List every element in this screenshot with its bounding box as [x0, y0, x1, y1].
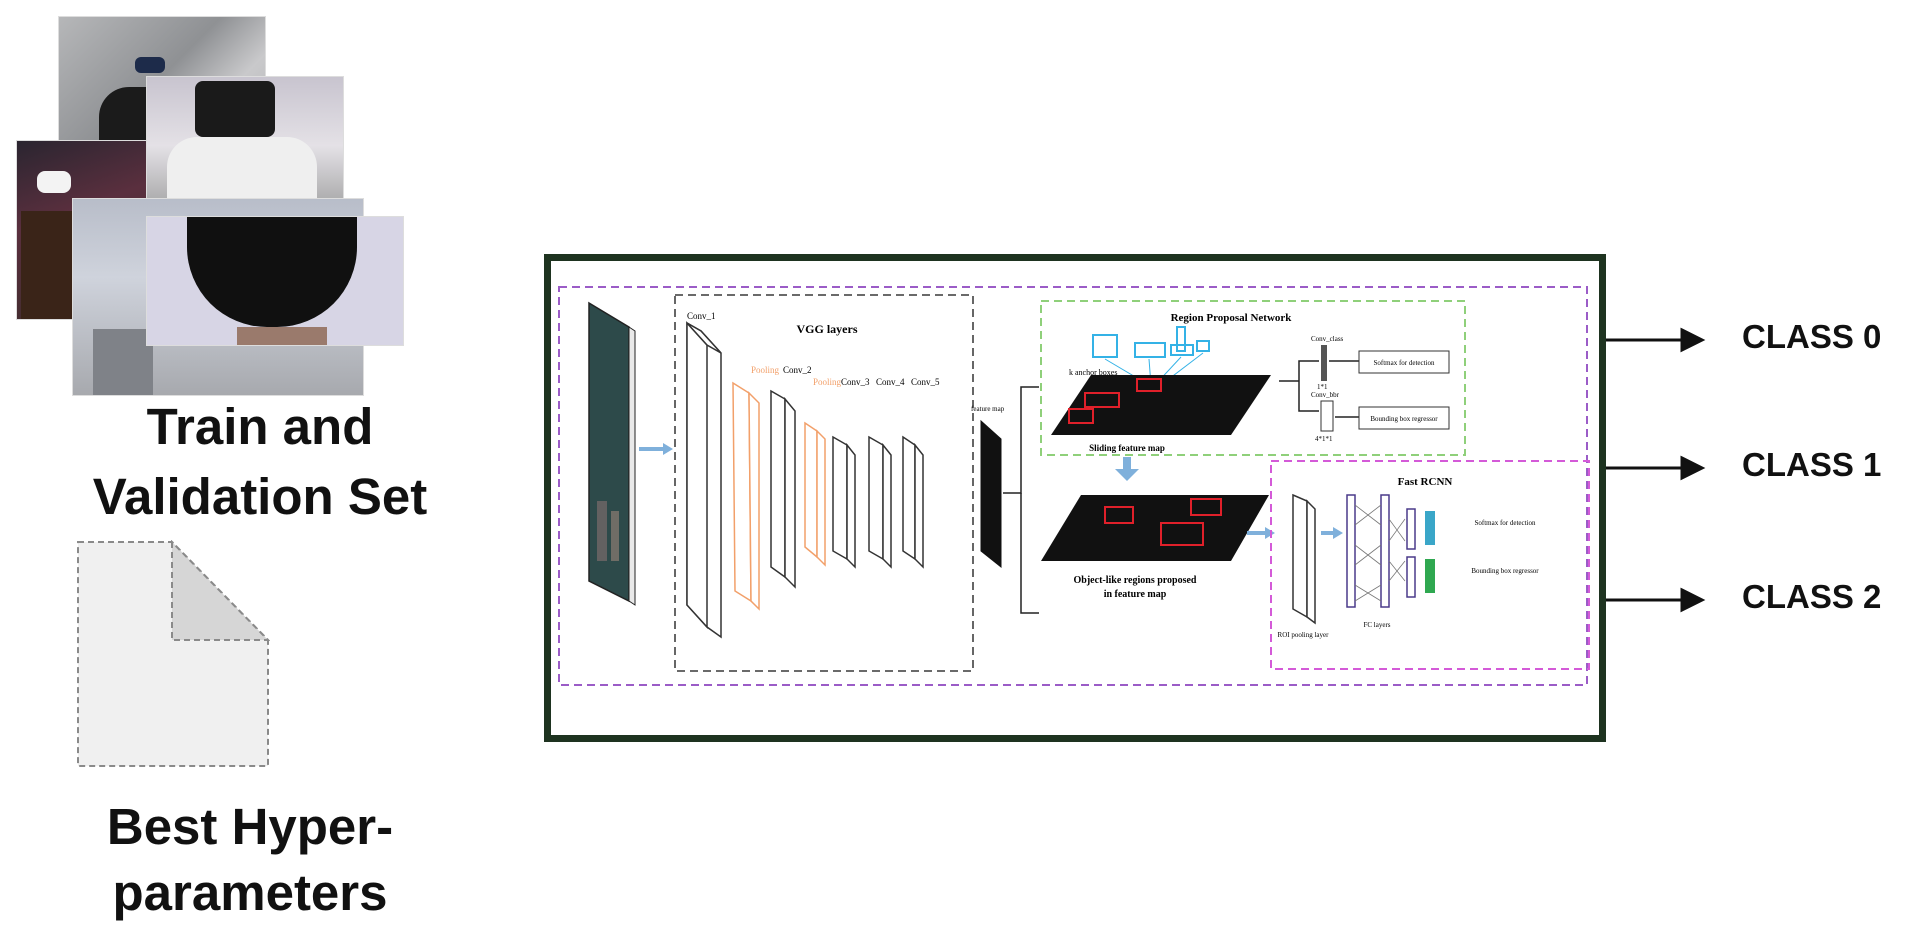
vgg-title: VGG layers	[797, 322, 858, 336]
conv1-label: Conv_1	[687, 311, 716, 321]
sliding-feature-map	[1051, 375, 1271, 435]
bbox-output-bar	[1425, 559, 1435, 593]
bbox-regressor-2-label: Bounding box regressor	[1471, 567, 1539, 575]
dataset-title-line2: Validation Set	[92, 468, 428, 525]
conv-bbr-size: 4*1*1	[1315, 435, 1333, 443]
anchor-boxes-label: k anchor boxes	[1069, 368, 1117, 377]
conv2-label: Conv_2	[783, 365, 812, 375]
output-arrows	[1606, 327, 1706, 613]
softmax-detection-box	[1358, 350, 1450, 374]
document-icon	[77, 540, 270, 767]
conv-bbr-block	[1320, 400, 1334, 432]
faster-rcnn-framework-frame: VGG layers Conv_1 Pooling Conv_2 Pooling…	[544, 254, 1606, 742]
conv-class-label: Conv_class	[1311, 335, 1344, 343]
input-satellite-image	[588, 301, 630, 603]
object-regions-line2: in feature map	[1104, 589, 1167, 600]
vgg-layers-box	[674, 294, 974, 672]
pooling2-block	[804, 421, 818, 559]
class-0-label: CLASS 0	[1742, 318, 1882, 355]
conv-class-size: 1*1	[1317, 383, 1328, 391]
pooling1-block	[732, 381, 752, 603]
roi-pooling-label: ROI pooling layer	[1278, 631, 1330, 639]
anchor-box-4	[1176, 326, 1186, 352]
dataset-title-line1: Train and	[146, 398, 374, 455]
bbox-regressor-box	[1358, 406, 1450, 430]
fc-layers-network	[1346, 494, 1416, 608]
feature-map-label: feature map	[971, 405, 1005, 413]
class-2-label: CLASS 2	[1742, 578, 1882, 615]
rpn-box	[1040, 300, 1466, 456]
arrow-rpn-to-proposals	[1115, 469, 1139, 481]
fast-rcnn-title: Fast RCNN	[1398, 476, 1453, 488]
softmax-detection-2-label: Softmax for detection	[1474, 519, 1536, 527]
anchor-box-2	[1134, 342, 1166, 358]
rpn-title: Region Proposal Network	[1171, 312, 1293, 324]
softmax-output-bar	[1425, 511, 1435, 545]
class-1-label: CLASS 1	[1742, 446, 1882, 483]
conv4-block	[868, 435, 884, 561]
conv2-block	[770, 389, 786, 579]
sliding-feature-map-label: Sliding feature map	[1089, 443, 1165, 453]
line-to-rpn	[1003, 386, 1039, 494]
conv5-block	[902, 435, 916, 561]
params-title-line2: parameters	[112, 864, 388, 921]
conv-class-block	[1321, 345, 1327, 381]
roi-pooling-block	[1292, 493, 1308, 619]
faster-rcnn-diagram: VGG layers Conv_1 Pooling Conv_2 Pooling…	[558, 286, 1590, 686]
proposal-feature-map	[1041, 495, 1269, 561]
conv-bbr-label: Conv_bbr	[1311, 391, 1340, 399]
bbox-regressor-label: Bounding box regressor	[1370, 415, 1438, 423]
anchor-box-5	[1196, 340, 1210, 352]
anchor-box-3	[1170, 344, 1194, 356]
fast-rcnn-box	[1270, 460, 1590, 670]
conv4-label: Conv_4	[876, 377, 905, 387]
fc-layers-label: FC layers	[1363, 621, 1390, 629]
dataset-photo-3	[146, 76, 344, 216]
dataset-photo-5	[146, 216, 404, 346]
conv3-label: Conv_3	[841, 377, 870, 387]
anchor-box-1	[1092, 334, 1118, 358]
object-regions-line1: Object-like regions proposed	[1074, 575, 1197, 586]
pooling1-label: Pooling	[751, 365, 780, 375]
params-title-line1: Best Hyper-	[106, 798, 394, 855]
softmax-detection-label: Softmax for detection	[1373, 359, 1435, 367]
feature-map-slab	[980, 419, 1002, 569]
line-to-proposals	[1020, 493, 1039, 614]
conv5-label: Conv_5	[911, 377, 940, 387]
outer-dashed-box	[558, 286, 1588, 686]
conv3-block	[832, 435, 848, 561]
pooling2-label: Pooling	[813, 377, 842, 387]
